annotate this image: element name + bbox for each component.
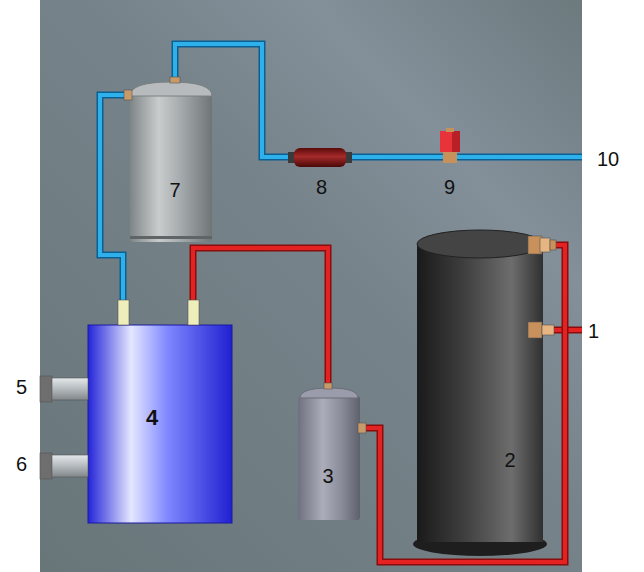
- condenser-vessel-drawing: [88, 325, 232, 523]
- callout-number: 10: [597, 148, 619, 170]
- pipe-nozzle: [170, 77, 180, 83]
- callout-number: 1: [588, 320, 599, 342]
- compressor-drawing: [413, 228, 547, 556]
- pipe-fitting: [118, 300, 129, 325]
- valve-body: [443, 151, 457, 163]
- pipe-outline: [100, 95, 130, 325]
- separator-body: [298, 396, 360, 520]
- solenoid-top: [446, 128, 454, 132]
- pipe-core: [360, 245, 565, 562]
- suction-fitting: [542, 325, 554, 335]
- tank-band: [130, 236, 212, 239]
- callout-number: 3: [322, 465, 333, 487]
- pipe-fitting: [188, 300, 199, 325]
- water-connection-cap: [40, 453, 52, 479]
- liquid-pipe: [175, 44, 582, 157]
- refrigerant-pipe: [360, 245, 565, 562]
- separator-dome: [300, 388, 358, 398]
- callout-number: 5: [16, 376, 27, 398]
- compressor-top: [417, 230, 543, 258]
- tank-dome: [130, 82, 212, 96]
- liquid-pipe-outline: [175, 44, 582, 157]
- solenoid-coil-shade: [452, 131, 460, 152]
- suction-fitting: [528, 322, 542, 338]
- discharge-fitting: [550, 240, 556, 250]
- callout-number: 9: [444, 176, 455, 198]
- back-panel: [40, 0, 582, 572]
- water-connection: [50, 455, 88, 477]
- compressor-shell: [417, 244, 543, 542]
- solenoid-coil: [440, 131, 460, 152]
- callout-number: 2: [504, 449, 515, 471]
- callout-number: 4: [146, 406, 158, 430]
- pipe-core: [100, 95, 130, 325]
- callout-number: 6: [16, 453, 27, 475]
- water-connection-cap: [40, 376, 52, 402]
- vessel-body: [88, 325, 232, 523]
- pipe-outline: [360, 245, 565, 562]
- filter-drier: [294, 148, 346, 167]
- refrigerant-pipe: [100, 95, 130, 325]
- receiver-tank-drawing: [130, 80, 212, 242]
- pipe-nozzle: [358, 423, 366, 433]
- tank-body: [130, 94, 212, 242]
- pipe-nozzle: [324, 383, 332, 389]
- discharge-fitting: [540, 238, 550, 252]
- water-connection: [50, 378, 88, 400]
- callout-number: 8: [316, 176, 327, 198]
- oil-separator: 3: [298, 388, 360, 520]
- pipe-nozzle: [124, 90, 132, 100]
- compressor: 2: [413, 228, 547, 556]
- oil-separator-drawing: [298, 388, 360, 520]
- condenser-vessel: 4: [88, 325, 232, 523]
- callout-number: 7: [169, 179, 180, 201]
- receiver-tank: 7: [130, 80, 212, 242]
